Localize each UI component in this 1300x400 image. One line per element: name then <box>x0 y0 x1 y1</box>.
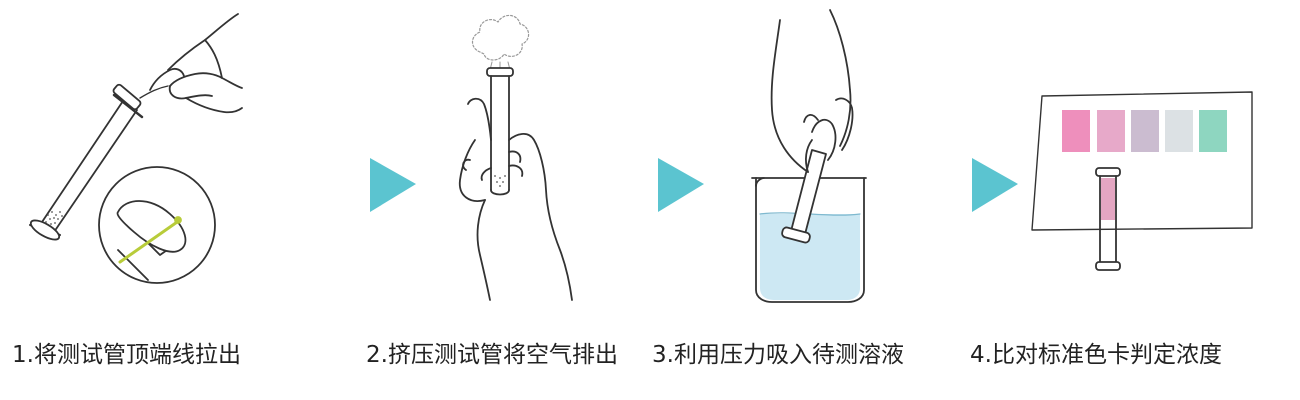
arrow-right-icon <box>658 158 704 212</box>
swatch-5 <box>1199 110 1227 152</box>
test-tube-icon <box>29 83 144 241</box>
arrow-right-icon <box>370 158 416 212</box>
swatch-1 <box>1062 110 1090 152</box>
step-3-label: 3.利用压力吸入待测溶液 <box>652 342 904 368</box>
swatch-3 <box>1131 110 1159 152</box>
step4-illustration <box>1031 91 1253 271</box>
swatch-2 <box>1097 110 1125 152</box>
arrow-right-icon <box>972 158 1018 212</box>
air-puff-icon <box>471 14 530 61</box>
test-tube-icon <box>1095 167 1121 271</box>
swatch-4 <box>1165 110 1193 152</box>
step3-illustration <box>751 9 867 303</box>
color-card-icon <box>1031 91 1253 231</box>
magnifier-detail-icon <box>98 166 216 284</box>
step-2-label: 2.挤压测试管将空气排出 <box>366 342 618 368</box>
step2-illustration <box>458 14 573 301</box>
step1-illustration <box>29 13 243 284</box>
step-1-label: 1.将测试管顶端线拉出 <box>12 342 241 368</box>
step-4-label: 4.比对标准色卡判定浓度 <box>970 342 1222 368</box>
hand-icon <box>149 13 243 114</box>
